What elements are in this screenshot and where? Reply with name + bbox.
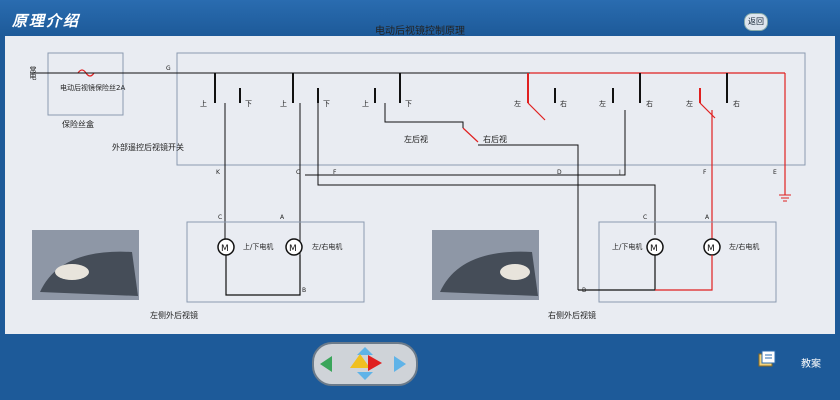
- selector-arm: [462, 127, 479, 143]
- teach-icon[interactable]: [757, 350, 777, 368]
- fuse-box: [47, 52, 124, 116]
- switch-right-label: 右: [560, 99, 567, 108]
- switch-up-label: 上: [200, 99, 207, 108]
- right-mirror-caption: 右侧外后视镜: [548, 310, 596, 320]
- nav-pad: [312, 342, 418, 386]
- terminal-a-left: A: [280, 214, 285, 221]
- left-mirror-box: [186, 221, 365, 303]
- nav-stop-icon[interactable]: [368, 355, 382, 371]
- switch-left-label-3: 左: [686, 99, 693, 108]
- right-red-wire: [655, 255, 713, 291]
- switch-left-label: 左: [514, 99, 521, 108]
- fuse-box-label: 保险丝盒: [62, 119, 94, 129]
- switch-up-label-3: 上: [362, 99, 369, 108]
- terminal-f: F: [333, 169, 337, 176]
- switch-panel: [176, 52, 806, 166]
- nav-left-icon[interactable]: [320, 356, 332, 372]
- left-lr-motor-symbol: M: [289, 244, 297, 254]
- ground-symbol: [779, 194, 791, 202]
- wire-red-top: [527, 102, 546, 121]
- left-lr-motor: [285, 238, 303, 256]
- right-lr-motor-symbol: M: [707, 244, 715, 254]
- wire-f: [317, 103, 656, 235]
- diagram-title: 电动后视镜控制原理: [375, 26, 465, 37]
- terminal-e: E: [773, 169, 777, 176]
- switch-left-label-2: 左: [599, 99, 606, 108]
- left-common-wire: [225, 255, 301, 296]
- terminal-c: C: [296, 169, 300, 176]
- switch-down-label-3: 下: [405, 100, 412, 108]
- back-button[interactable]: 返回: [744, 13, 768, 31]
- right-common-wire: [578, 255, 656, 291]
- terminal-f-2: F: [703, 169, 707, 176]
- terminal-c-left: C: [218, 214, 222, 221]
- selector-wire: [384, 103, 464, 128]
- nav-right-icon[interactable]: [394, 356, 406, 372]
- switch-up-label-2: 上: [280, 99, 287, 108]
- terminal-d: D: [557, 169, 562, 176]
- nav-up-icon[interactable]: [357, 347, 373, 355]
- terminal-g: G: [166, 65, 171, 72]
- left-mirror-caption: 左侧外后视镜: [150, 310, 198, 320]
- right-lr-motor-label: 左/右电机: [729, 242, 759, 251]
- selector-output: [478, 144, 579, 290]
- terminal-a-right: A: [705, 214, 710, 221]
- terminal-b-left: B: [302, 287, 306, 294]
- terminal-c-right: C: [643, 214, 647, 221]
- switch-right-label-2: 右: [646, 99, 653, 108]
- left-lr-motor-label: 左/右电机: [312, 242, 342, 251]
- wire-red-mid: [699, 102, 716, 119]
- title-bar: 原理介绍 返回: [0, 0, 840, 36]
- app-title: 原理介绍: [12, 12, 81, 30]
- right-mirror-box: [598, 221, 777, 303]
- wire-j: [305, 110, 626, 176]
- terminal-k: K: [216, 169, 221, 176]
- terminal-j: J: [618, 169, 621, 176]
- nav-down-icon[interactable]: [357, 372, 373, 380]
- switch-down-label-2: 下: [323, 100, 330, 108]
- right-ud-motor-label: 上/下电机: [612, 242, 642, 251]
- nav-play-icon[interactable]: [350, 354, 370, 368]
- teach-label[interactable]: 教案: [801, 359, 821, 370]
- left-ud-motor-symbol: M: [221, 244, 229, 254]
- fuse-label: 电动后视镜保险丝2A: [60, 83, 125, 92]
- switch-label: 外部遥控后视镜开关: [112, 142, 184, 152]
- right-mirror-select: 右后视: [483, 134, 507, 144]
- switch-down-label: 下: [245, 100, 252, 108]
- left-ud-motor-label: 上/下电机: [243, 242, 273, 251]
- bottom-bar: [0, 334, 840, 400]
- left-mirror-select: 左后视: [404, 134, 428, 144]
- switch-right-label-3: 右: [733, 99, 740, 108]
- right-ud-motor-symbol: M: [650, 244, 658, 254]
